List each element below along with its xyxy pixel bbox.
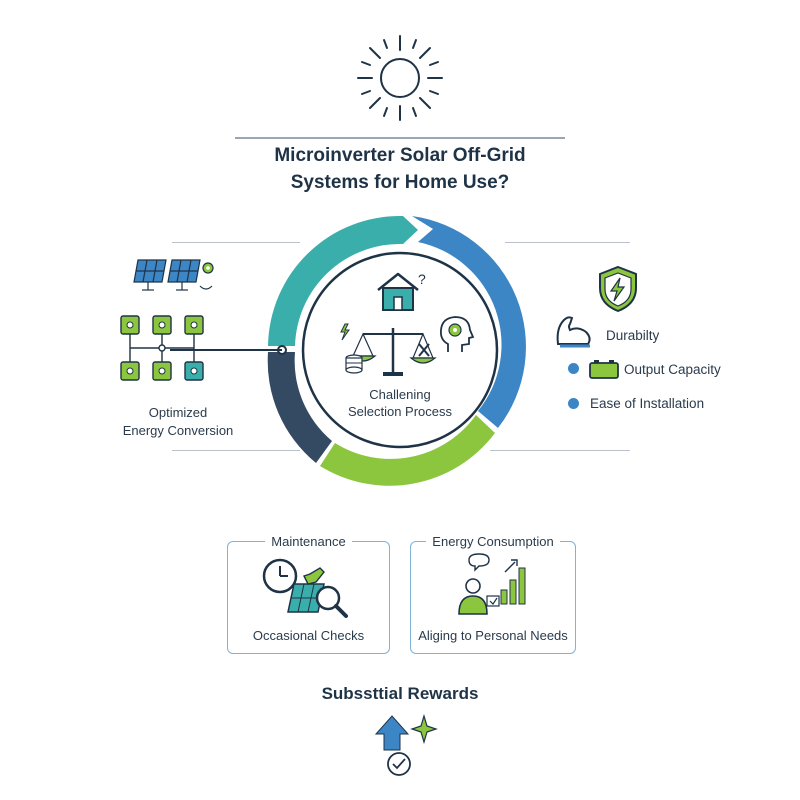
inverter-network-icon (120, 315, 204, 381)
page-title: Microinverter Solar Off-Grid Systems for… (150, 142, 650, 196)
title-divider (235, 137, 565, 139)
guide-line-top-right (505, 242, 630, 243)
solar-panels-icon (133, 259, 214, 291)
shield-bolt-icon (599, 265, 637, 313)
maintenance-card-title: Maintenance (265, 534, 352, 549)
left-label-line-2: Energy Conversion (122, 423, 234, 438)
energy-consumption-card-footer: Aliging to Personal Needs (418, 628, 568, 643)
up-arrow-icon (374, 713, 438, 751)
left-label: Optimized Energy Conversion (98, 404, 258, 440)
center-label-line-2: Selection Process (347, 404, 453, 419)
ring-segment-navy (267, 352, 332, 463)
sun-icon (357, 35, 443, 121)
rewards-title: Subssttial Rewards (321, 684, 479, 703)
head-gear-icon (439, 316, 475, 352)
guide-line-bottom-right (490, 450, 630, 451)
strength-arm-icon (556, 316, 591, 348)
ring-segment-teal (268, 215, 418, 346)
guide-line-top-left (172, 242, 300, 243)
ring-segment-green (320, 415, 495, 486)
center-label-line-1: Challening (369, 387, 431, 402)
check-circle-icon (387, 752, 411, 776)
guide-line-bottom-left (172, 450, 300, 451)
maintenance-card-footer: Occasional Checks (252, 628, 365, 643)
left-label-line-1: Optimized (148, 405, 208, 420)
ring-segment-blue (412, 216, 526, 428)
selection-ring (267, 215, 526, 486)
energy-consumption-card: Energy Consumption Aliging to Personal N… (410, 534, 576, 654)
clock-magnifier-icon (262, 558, 348, 618)
title-line-1: Microinverter Solar Off-Grid (274, 145, 526, 166)
durability-label: Durabilty (606, 328, 660, 343)
output-capacity-label: Output Capacity (624, 362, 721, 377)
center-label: Challening Selection Process (320, 386, 480, 420)
battery-icon (589, 360, 619, 379)
connector-line (170, 349, 282, 351)
output-capacity-bullet (568, 363, 579, 374)
energy-consumption-card-title: Energy Consumption (426, 534, 560, 549)
house-icon: ? (377, 271, 426, 311)
title-line-2: Systems for Home Use? (290, 172, 510, 193)
installation-bullet (568, 398, 579, 409)
installation-label: Ease of Installation (590, 396, 705, 411)
svg-text:?: ? (418, 271, 426, 287)
person-chart-icon (458, 553, 526, 615)
maintenance-card: Maintenance Occasional Checks (227, 534, 390, 654)
balance-scale-icon (340, 323, 437, 376)
